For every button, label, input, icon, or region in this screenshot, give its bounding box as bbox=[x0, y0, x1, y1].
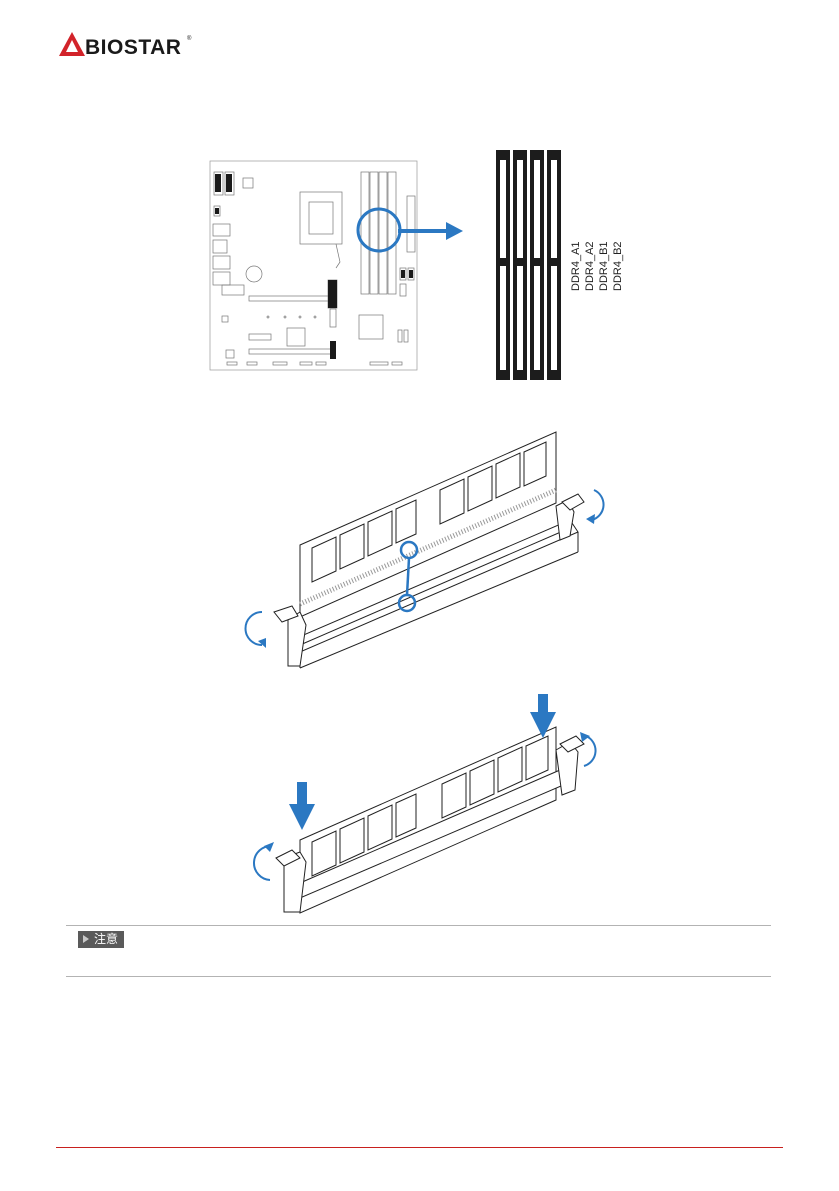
module-inserted-illustration bbox=[276, 727, 584, 913]
slot-label-a2: DDR4_A2 bbox=[584, 241, 596, 291]
play-triangle-icon bbox=[83, 935, 89, 943]
note-top-rule bbox=[66, 925, 771, 926]
dimm-slots bbox=[496, 150, 561, 380]
note-label: 注意 bbox=[78, 931, 124, 948]
memory-installation-figure bbox=[0, 0, 839, 920]
board-memory-highlight bbox=[358, 209, 463, 251]
motherboard-illustration bbox=[210, 161, 417, 370]
note-bottom-rule bbox=[66, 976, 771, 977]
slot-label-b1: DDR4_B1 bbox=[598, 241, 610, 291]
slot-label-a1: DDR4_A1 bbox=[570, 241, 582, 291]
slot-label-b2: DDR4_B2 bbox=[612, 241, 624, 291]
module-aligning-illustration bbox=[274, 432, 584, 668]
footer-rule bbox=[56, 1147, 783, 1148]
note-label-text: 注意 bbox=[94, 932, 118, 946]
